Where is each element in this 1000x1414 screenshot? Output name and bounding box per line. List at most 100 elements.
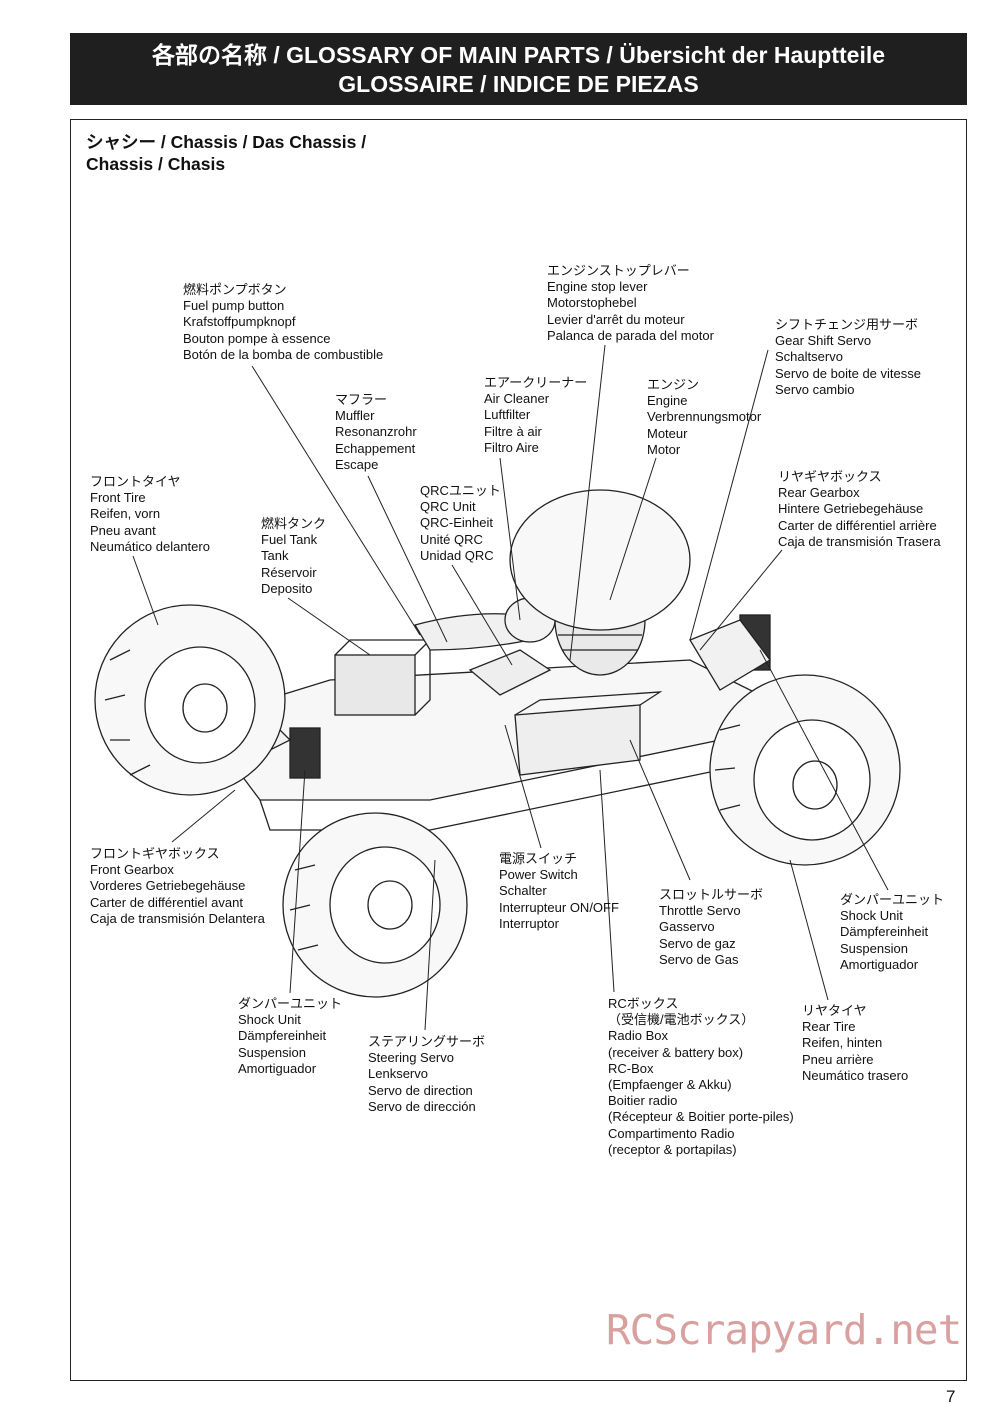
throttle-servo-fr: Servo de gaz	[659, 935, 736, 951]
label-steering-servo: ステアリングサーボ Steering Servo Lenkservo Servo…	[368, 1034, 485, 1115]
radio-box-ja-sub: （受信機/電池ボックス）	[608, 1012, 755, 1028]
gear-shift-en: Gear Shift Servo	[775, 333, 872, 349]
fuel-tank-ja: 燃料タンク	[261, 516, 327, 531]
section-title-line2: Chassis / Chasis	[86, 154, 226, 174]
header-title-line1: 各部の名称 / GLOSSARY OF MAIN PARTS / Übersic…	[151, 42, 886, 68]
label-engine: エンジン Engine Verbrennungsmotor Moteur Mot…	[647, 377, 761, 458]
front-tire-fr: Pneu avant	[90, 522, 156, 538]
label-front-tire: フロントタイヤ Front Tire Reifen, vorn Pneu ava…	[90, 474, 210, 555]
power-switch-de: Schalter	[499, 883, 547, 899]
label-engine-stop-lever: エンジンストップレバー Engine stop lever Motorstoph…	[547, 263, 714, 344]
fuel-pump-fr: Bouton pompe à essence	[183, 330, 331, 346]
fuel-pump-de: Krafstoffpumpknopf	[183, 314, 296, 330]
front-tire-ja: フロントタイヤ	[90, 474, 181, 489]
radio-box-fr: Boitier radio	[608, 1093, 678, 1109]
gear-shift-de: Schaltservo	[775, 349, 843, 365]
label-fuel-tank: 燃料タンク Fuel Tank Tank Réservoir Deposito	[261, 516, 326, 597]
air-cleaner-ja: エアークリーナー	[484, 375, 588, 390]
shock-front-es: Amortiguador	[238, 1060, 317, 1076]
throttle-servo-en: Throttle Servo	[659, 903, 741, 919]
watermark-text: RCScrapyard.net	[606, 1306, 962, 1354]
steering-servo-de: Lenkservo	[368, 1066, 428, 1082]
label-qrc-unit: QRCユニット QRC Unit QRC-Einheit Unité QRC U…	[420, 483, 501, 564]
rear-tire-en: Rear Tire	[802, 1019, 856, 1035]
page-number: 7	[946, 1387, 956, 1406]
gear-shift-ja: シフトチェンジ用サーボ	[775, 317, 919, 332]
fuel-pump-en: Fuel pump button	[183, 298, 285, 314]
label-gear-shift-servo: シフトチェンジ用サーボ Gear Shift Servo Schaltservo…	[775, 317, 921, 398]
engine-de: Verbrennungsmotor	[647, 409, 762, 425]
muffler-en: Muffler	[335, 408, 375, 424]
shock-rear-es: Amortiguador	[840, 956, 919, 972]
header-title-line2: GLOSSAIRE / INDICE DE PIEZAS	[338, 71, 699, 97]
muffler-fr: Echappement	[335, 440, 416, 456]
muffler-de: Resonanzrohr	[335, 424, 417, 440]
fuel-pump-ja: 燃料ポンプボタン	[183, 282, 287, 297]
power-switch-fr: Interrupteur ON/OFF	[499, 899, 619, 915]
qrc-en: QRC Unit	[420, 499, 476, 515]
radio-box-es-sub: (receptor & portapilas)	[608, 1141, 737, 1157]
label-shock-unit-front: ダンパーユニット Shock Unit Dämpfereinheit Suspe…	[238, 996, 342, 1077]
section-title: シャシー / Chassis / Das Chassis / Chassis /…	[86, 131, 366, 175]
label-radio-box: RCボックス （受信機/電池ボックス） Radio Box (receiver …	[608, 996, 794, 1158]
label-throttle-servo: スロットルサーボ Throttle Servo Gasservo Servo d…	[659, 887, 763, 968]
rear-gearbox-en: Rear Gearbox	[778, 485, 860, 501]
front-gearbox-en: Front Gearbox	[90, 862, 174, 878]
engine-stop-es: Palanca de parada del motor	[547, 327, 714, 343]
shock-rear-ja: ダンパーユニット	[840, 892, 945, 907]
radio-box-fr-sub: (Récepteur & Boitier porte-piles)	[608, 1109, 794, 1125]
air-cleaner-de: Luftfilter	[484, 407, 531, 423]
engine-fr: Moteur	[647, 425, 688, 441]
label-muffler: マフラー Muffler Resonanzrohr Echappement Es…	[335, 392, 417, 473]
radio-box-es: Compartimento Radio	[608, 1125, 735, 1141]
qrc-ja: QRCユニット	[420, 483, 501, 498]
shock-rear-de: Dämpfereinheit	[840, 924, 929, 940]
power-switch-ja: 電源スイッチ	[499, 851, 578, 866]
label-air-cleaner: エアークリーナー Air Cleaner Luftfilter Filtre à…	[484, 375, 587, 456]
engine-stop-de: Motorstophebel	[547, 295, 637, 311]
muffler-es: Escape	[335, 456, 379, 472]
shock-front-de: Dämpfereinheit	[238, 1028, 327, 1044]
radio-box-en: Radio Box	[608, 1028, 668, 1044]
throttle-servo-es: Servo de Gas	[659, 951, 739, 967]
front-gearbox-de: Vorderes Getriebegehäuse	[90, 878, 246, 894]
front-gearbox-ja: フロントギヤボックス	[90, 846, 220, 861]
page-header: 各部の名称 / GLOSSARY OF MAIN PARTS / Übersic…	[70, 33, 967, 105]
engine-stop-en: Engine stop lever	[547, 279, 648, 295]
engine-en: Engine	[647, 393, 688, 409]
gear-shift-es: Servo cambio	[775, 381, 855, 397]
fuel-tank-de: Tank	[261, 548, 289, 564]
label-power-switch: 電源スイッチ Power Switch Schalter Interrupteu…	[499, 851, 619, 932]
shock-front-fr: Suspension	[238, 1044, 306, 1060]
air-cleaner-es: Filtro Aire	[484, 439, 539, 455]
rear-gearbox-ja: リヤギヤボックス	[778, 469, 882, 484]
radio-box-ja: RCボックス	[608, 996, 679, 1011]
content-frame	[70, 119, 967, 1381]
fuel-pump-es: Botón de la bomba de combustible	[183, 346, 384, 362]
shock-front-en: Shock Unit	[238, 1012, 301, 1028]
rear-tire-de: Reifen, hinten	[802, 1035, 883, 1051]
label-fuel-pump-button: 燃料ポンプボタン Fuel pump button Krafstoffpumpk…	[183, 282, 383, 363]
steering-servo-en: Steering Servo	[368, 1050, 454, 1066]
section-title-line1: シャシー / Chassis / Das Chassis /	[86, 132, 367, 152]
shock-rear-fr: Suspension	[840, 940, 908, 956]
rear-tire-fr: Pneu arrière	[802, 1051, 874, 1067]
qrc-fr: Unité QRC	[420, 531, 483, 547]
radio-box-de: RC-Box	[608, 1060, 654, 1076]
label-rear-gearbox: リヤギヤボックス Rear Gearbox Hintere Getriebege…	[778, 469, 941, 550]
rear-tire-ja: リヤタイヤ	[802, 1003, 867, 1018]
steering-servo-fr: Servo de direction	[368, 1082, 473, 1098]
rear-gearbox-fr: Carter de différentiel arrière	[778, 517, 937, 533]
radio-box-de-sub: (Empfaenger & Akku)	[608, 1077, 732, 1093]
fuel-tank-es: Deposito	[261, 580, 313, 596]
label-rear-tire: リヤタイヤ Rear Tire Reifen, hinten Pneu arri…	[802, 1003, 908, 1084]
qrc-es: Unidad QRC	[420, 547, 494, 563]
fuel-tank-fr: Réservoir	[261, 564, 317, 580]
muffler-ja: マフラー	[335, 392, 388, 407]
rear-gearbox-es: Caja de transmisión Trasera	[778, 533, 941, 549]
engine-stop-ja: エンジンストップレバー	[547, 263, 690, 278]
front-tire-es: Neumático delantero	[90, 538, 210, 554]
rear-tire-es: Neumático trasero	[802, 1067, 909, 1083]
fuel-tank-en: Fuel Tank	[261, 532, 318, 548]
